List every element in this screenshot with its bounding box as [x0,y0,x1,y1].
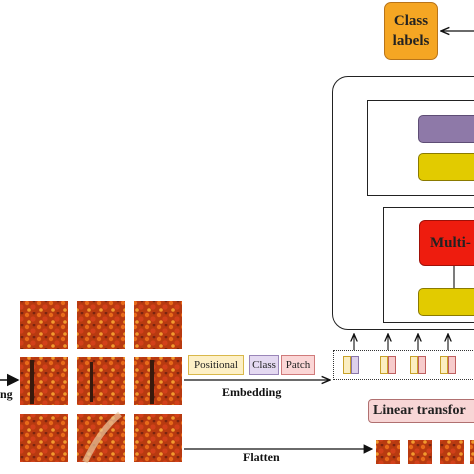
patch-tag-text: Patch [285,359,311,371]
embedding-label: Embedding [222,385,282,399]
mlp-sub-block [367,100,474,196]
transformer-encoder-block [332,76,474,330]
class-labels-box: Class labels [384,2,438,60]
token-patch [388,356,396,374]
token-positional [410,356,418,374]
class-embedding-tag: Class [249,355,279,375]
image-patch-grid [20,301,182,464]
token-patch [418,356,426,374]
flatten-label: Flatten [243,450,280,464]
class-labels-text: Class labels [392,13,430,49]
token-positional [380,356,388,374]
norm-bar-lower [418,288,474,316]
flattened-patches [376,440,474,464]
patch-embedding-tag: Patch [281,355,315,375]
positional-embedding-tag: Positional [188,355,244,375]
linear-label: Linear transfor [373,403,466,418]
attention-sub-block [383,207,474,323]
linear-transformation-box: Linear transfor [368,399,474,423]
token-class [351,356,359,374]
multi-head-attention-block: Multi- [419,220,474,266]
class-tag-text: Class [252,359,276,371]
token-sequence-row [333,350,474,380]
token-positional [440,356,448,374]
partial-left-label: ng [0,387,13,401]
mlp-bar [418,153,474,181]
token-positional [343,356,351,374]
positional-tag-text: Positional [193,359,238,371]
norm-layer-bar [418,115,474,143]
token-patch [448,356,456,374]
multi-head-label: Multi- [430,234,471,251]
